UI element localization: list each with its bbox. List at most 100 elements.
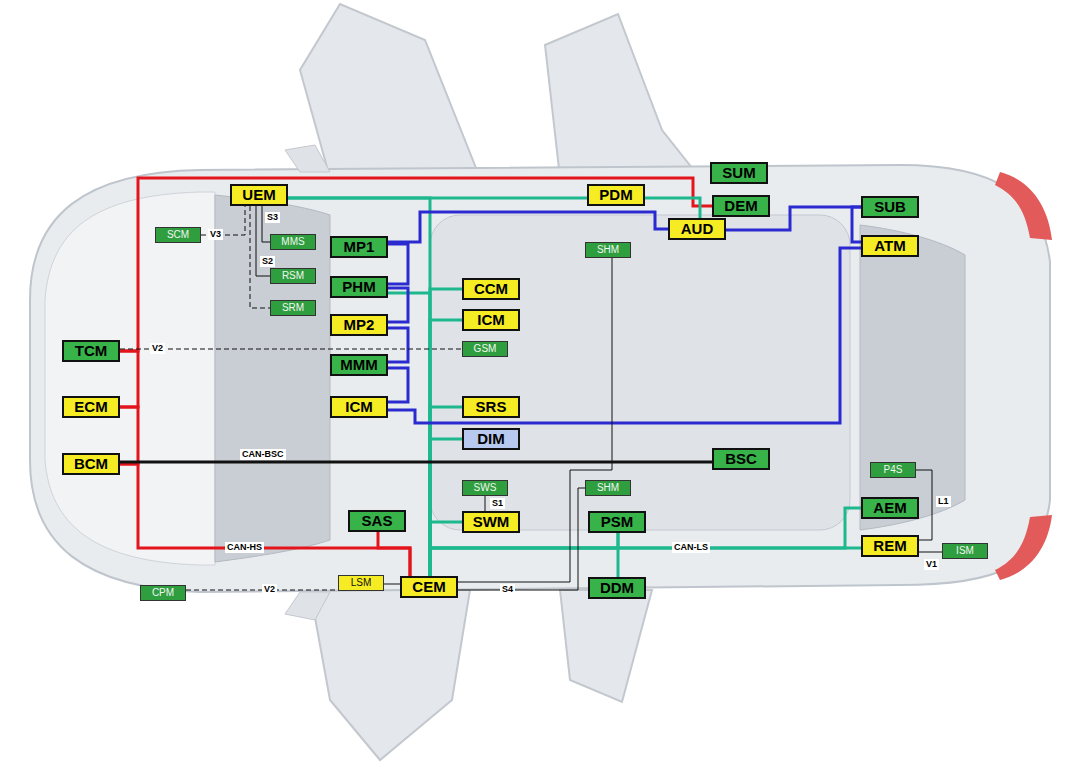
module-name: CCM	[469, 280, 513, 298]
module-name: ICM	[469, 311, 513, 329]
module-name: DEM	[719, 197, 763, 215]
sub-module-box: GSM	[462, 341, 508, 357]
bus-line	[430, 289, 462, 576]
module-box: SUB	[861, 196, 919, 218]
module-box: ECM	[62, 396, 120, 418]
module-name: PHM	[337, 278, 381, 296]
bus-line	[458, 258, 612, 582]
module-name: ISM	[947, 544, 983, 558]
module-name: MP2	[337, 316, 381, 334]
bus-line	[120, 461, 712, 464]
module-name: ATM	[868, 237, 912, 255]
module-name: PSM	[595, 513, 639, 531]
bus-line	[388, 288, 408, 322]
module-name: GSM	[467, 342, 503, 356]
module-name: AEM	[868, 499, 912, 517]
sub-module-box: CPM	[140, 585, 186, 601]
tail-light	[995, 515, 1052, 580]
car-door	[560, 590, 652, 702]
module-name: RSM	[275, 269, 311, 283]
module-name: AUD	[675, 220, 719, 238]
module-name: SUB	[868, 198, 912, 216]
module-name: UEM	[237, 186, 281, 204]
windshield	[215, 195, 330, 562]
sub-module-box: SRM	[270, 300, 316, 316]
bus-line	[645, 198, 700, 218]
module-box: DEM	[712, 195, 770, 217]
bus-line	[384, 584, 400, 585]
module-name: SRS	[469, 398, 513, 416]
module-box: TCM	[62, 340, 120, 362]
module-box: MP2	[330, 314, 388, 336]
bus-line	[388, 248, 861, 423]
bus-line	[288, 198, 430, 576]
bus-line	[120, 349, 462, 350]
module-name: MP1	[337, 238, 381, 256]
sub-module-box: P4S	[870, 462, 916, 478]
module-box: MP1	[330, 236, 388, 258]
module-name: SUM	[717, 164, 761, 182]
module-name: PDM	[594, 186, 638, 204]
sub-module-box: SHM	[585, 480, 631, 496]
bus-line	[388, 293, 430, 576]
module-box: DDM	[588, 577, 646, 599]
module-name: SWM	[469, 513, 513, 531]
sub-module-box: LSM	[338, 575, 384, 591]
sub-module-box: MMS	[270, 234, 316, 250]
module-box: ICM	[330, 396, 388, 418]
car-door	[300, 4, 480, 178]
bus-line	[378, 532, 410, 576]
module-name: SWS	[467, 481, 503, 495]
car-door	[545, 14, 700, 178]
bus-line	[430, 439, 462, 576]
module-box: PHM	[330, 276, 388, 298]
rear-window	[860, 225, 965, 530]
bus-line	[430, 407, 462, 576]
bus-label: V2	[150, 343, 165, 354]
bus-line	[120, 178, 712, 351]
sub-module-box: SCM	[155, 227, 201, 243]
module-name: MMS	[275, 235, 311, 249]
bus-label: S1	[490, 498, 505, 509]
bus-label: CAN-BSC	[240, 449, 286, 460]
module-box: AEM	[861, 497, 919, 519]
bus-line	[388, 244, 408, 284]
car-hood	[45, 192, 215, 565]
module-box: SRS	[462, 396, 520, 418]
module-box: CEM	[400, 576, 458, 598]
car-door	[310, 590, 470, 760]
bus-line	[919, 552, 942, 553]
module-name: BSC	[719, 450, 763, 468]
bus-line	[430, 320, 462, 576]
sub-module-box: RSM	[270, 268, 316, 284]
bus-line	[388, 368, 408, 402]
module-name: SHM	[590, 481, 626, 495]
module-name: SRM	[275, 301, 311, 315]
bus-line	[120, 464, 410, 576]
bus-label: V2	[262, 584, 277, 595]
sub-module-box: SHM	[585, 242, 631, 258]
module-name: REM	[868, 537, 912, 555]
bus-label: V3	[208, 229, 223, 240]
bus-line	[458, 488, 585, 590]
bus-line	[852, 207, 861, 242]
bus-line	[388, 328, 408, 362]
sub-module-box: ISM	[942, 543, 988, 559]
car-roof	[430, 215, 850, 530]
bus-label: L1	[936, 496, 951, 507]
bus-label: V1	[924, 559, 939, 570]
module-box: SWM	[462, 511, 520, 533]
module-name: BCM	[69, 455, 113, 473]
module-name: DDM	[595, 579, 639, 597]
module-box: BSC	[712, 448, 770, 470]
module-box: CCM	[462, 278, 520, 300]
module-box: UEM	[230, 184, 288, 206]
module-box: REM	[861, 535, 919, 557]
module-box: PSM	[588, 511, 646, 533]
module-box: SUM	[710, 162, 768, 184]
module-box: MMM	[330, 354, 388, 376]
mirror	[285, 592, 330, 620]
module-name: CPM	[145, 586, 181, 600]
